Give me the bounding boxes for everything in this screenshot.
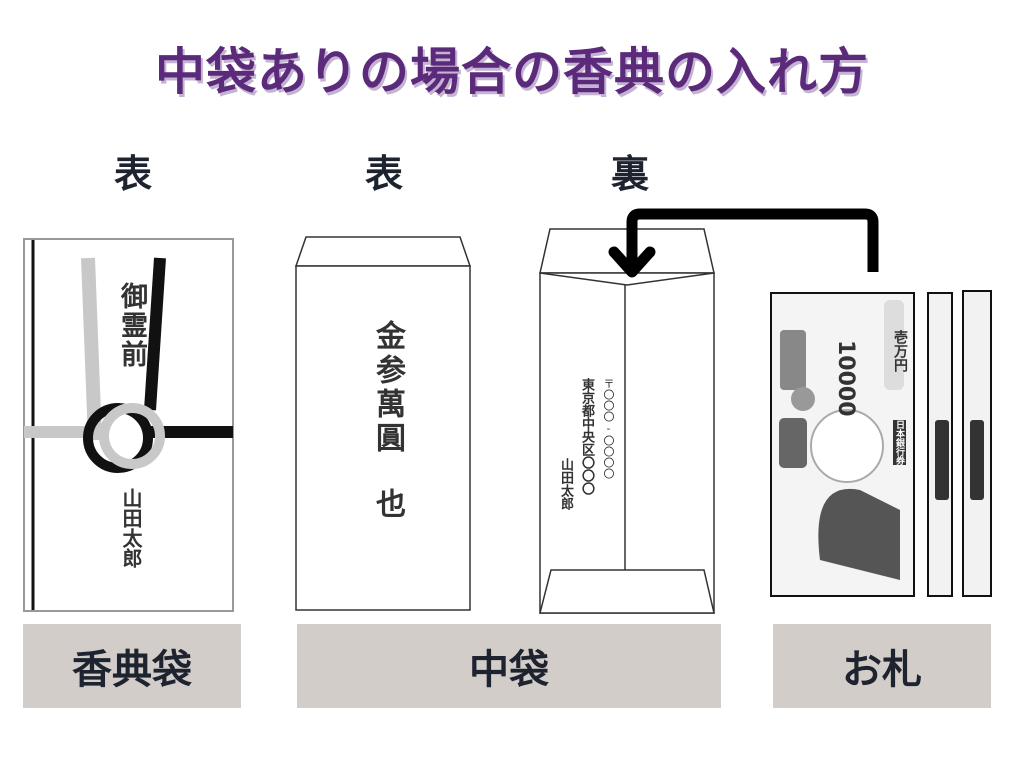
koden-envelope [23,238,234,612]
bill-denomination: 壱万円 [892,330,908,372]
caption-koden: 香典袋 [23,624,241,708]
inner-postal-code: 〒〇〇〇-〇〇〇〇 [602,378,615,479]
label-koden-front: 表 [113,152,152,196]
caption-bills: お札 [773,624,991,708]
inner-amount-suffix: 也 [370,488,405,518]
bill-number: 10000 [833,340,858,417]
koden-name: 山田太郎 [119,488,143,568]
label-inner-front: 表 [364,152,403,196]
page-title: 中袋ありの場合の香典の入れ方 [155,43,869,101]
label-inner-back: 裏 [610,152,649,196]
insert-arrow-icon [608,208,879,278]
caption-inner: 中袋 [297,624,721,708]
bill-issuer: 日本銀行券 [893,420,906,465]
bills-stack [770,290,992,597]
inner-envelope-back [539,228,715,614]
inner-sender-name: 山田太郎 [558,458,573,510]
inner-envelope-front [294,236,472,611]
koden-heading: 御霊前 [116,282,147,369]
inner-amount: 金参萬圓 [370,320,405,456]
knot-silver [99,403,165,469]
inner-address: 東京都中央区〇〇〇 [579,378,594,495]
